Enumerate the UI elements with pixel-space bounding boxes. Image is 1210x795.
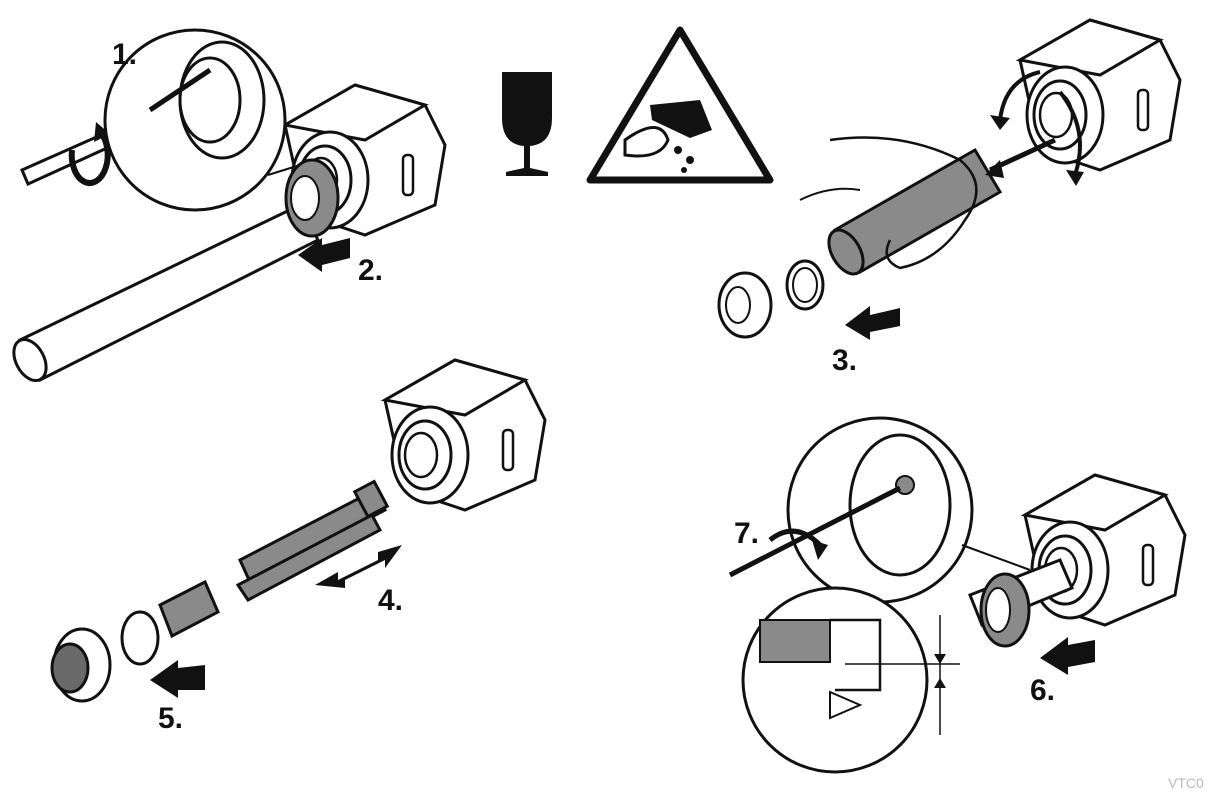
step-1-label: 1. xyxy=(112,38,138,71)
step-6-7-illustration xyxy=(728,416,1187,774)
step-4-5-illustration xyxy=(50,358,547,703)
step-6-label: 6. xyxy=(1030,674,1056,707)
wine-glass-icon xyxy=(502,72,552,176)
step-3-illustration xyxy=(717,18,1182,340)
step-3-label: 3. xyxy=(832,344,858,377)
step-2-label: 2. xyxy=(358,254,384,287)
step-1-2-illustration xyxy=(12,28,447,383)
step-7-label: 7. xyxy=(734,517,760,550)
step-4-label: 4. xyxy=(378,584,404,617)
corrosive-warning-icon xyxy=(586,26,774,184)
step-5-label: 5. xyxy=(158,702,184,735)
document-code: VTC0 xyxy=(1168,775,1204,791)
